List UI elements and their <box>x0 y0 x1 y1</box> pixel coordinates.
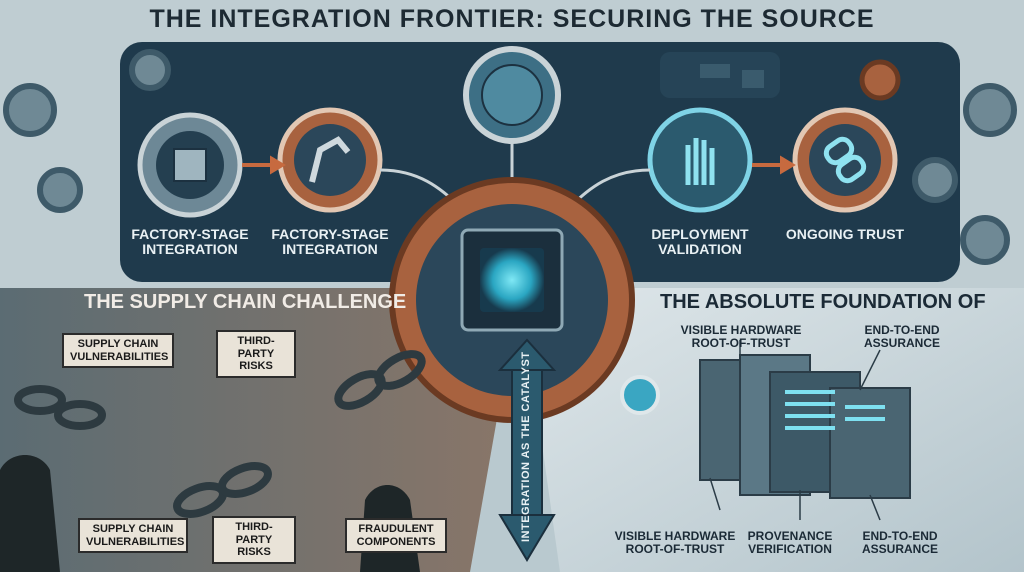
callout-third-party-risks-bottom: THIRD-PARTY RISKS <box>212 516 296 564</box>
top-panel <box>120 42 960 282</box>
stage-label-factory-1: FACTORY-STAGE INTEGRATION <box>131 226 249 257</box>
right-section-title: THE ABSOLUTE FOUNDATION OF <box>660 291 986 313</box>
callout-third-party-risks-top: THIRD-PARTY RISKS <box>216 330 296 378</box>
catalyst-arrow-label-wrap: INTEGRATION AS THE CATALYST <box>520 351 534 542</box>
callout-supply-chain-vulnerabilities-bottom: SUPPLY CHAIN VULNERABILITIES <box>78 518 188 554</box>
stage-label-factory-2: FACTORY-STAGE INTEGRATION <box>271 226 389 257</box>
central-gear <box>389 177 635 423</box>
catalyst-arrow <box>497 338 557 562</box>
stage-circles <box>137 107 898 218</box>
page-title: THE INTEGRATION FRONTIER: SECURING THE S… <box>149 5 875 33</box>
stage-label-deployment: DEPLOYMENT VALIDATION <box>651 226 749 257</box>
stage-label-ongoing-trust: ONGOING TRUST <box>785 226 905 242</box>
label-provenance-verification: PROVENANCE VERIFICATION <box>747 529 833 556</box>
callout-supply-chain-vulnerabilities-top: SUPPLY CHAIN VULNERABILITIES <box>62 333 174 369</box>
catalyst-arrow-label: INTEGRATION AS THE CATALYST <box>520 351 532 542</box>
label-end-to-end-top: END-TO-END ASSURANCE <box>863 323 940 350</box>
label-root-of-trust-bottom: VISIBLE HARDWARE ROOT-OF-TRUST <box>614 529 736 556</box>
label-root-of-trust-top: VISIBLE HARDWARE ROOT-OF-TRUST <box>680 323 802 350</box>
callout-fraudulent-components: FRAUDULENT COMPONENTS <box>345 518 447 554</box>
label-end-to-end-bottom: END-TO-END ASSURANCE <box>861 529 938 556</box>
server-racks <box>699 354 911 499</box>
left-section-title: THE SUPPLY CHAIN CHALLENGE <box>84 291 407 313</box>
